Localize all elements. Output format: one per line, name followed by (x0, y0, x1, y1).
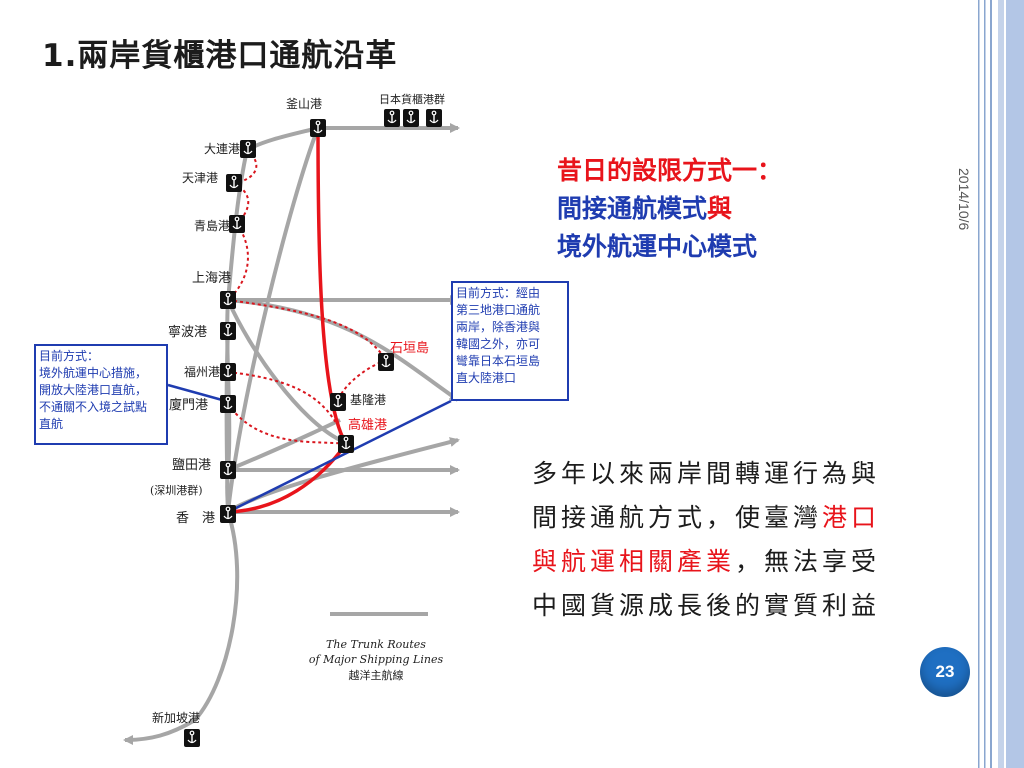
slide-title: 1.兩岸貨櫃港口通航沿革 (42, 38, 398, 74)
box-left-line-1: 目前方式： (39, 349, 100, 363)
legend-line-2: of Major Shipping Lines (309, 653, 444, 666)
anchor-icon-singapore (183, 728, 201, 748)
current-method-box-right: 目前方式：經由 第三地港口通航 兩岸，除香港與 韓國之外，亦可 彎靠日本石垣島 … (451, 281, 569, 401)
label-singapore: 新加坡港 (152, 710, 200, 725)
box-left-line-3: 開放大陸港口直航， (39, 383, 148, 397)
anchor-icon-kaohsiung (337, 434, 355, 454)
slide-number-badge: 23 (920, 647, 970, 697)
anchor-icon-japan-2 (402, 108, 420, 128)
direct-routes (227, 127, 348, 514)
label-ishigaki: 石垣島 (390, 341, 429, 356)
slide-border (976, 0, 1024, 768)
box-right-line-5: 彎靠日本石垣島 (456, 354, 541, 368)
anchor-icon-shanghai (219, 290, 237, 310)
legend-line-3: 越洋主航線 (349, 668, 404, 682)
anchor-icon-xiamen (219, 394, 237, 414)
box-right-line-1: 目前方式：經由 (456, 286, 541, 300)
anchor-icon-keelung (329, 392, 347, 412)
label-tianjin: 天津港 (182, 171, 218, 185)
legend-line-1: The Trunk Routes (326, 638, 426, 651)
box-left-line-5: 直航 (39, 417, 64, 431)
label-fuzhou: 福州港 (184, 364, 220, 379)
label-dalian: 大連港 (204, 142, 240, 156)
box-right-line-2: 第三地港口通航 (456, 303, 541, 317)
anchor-icon-dalian (239, 139, 257, 159)
label-kaohsiung: 高雄港 (348, 417, 387, 433)
label-keelung: 基隆港 (350, 392, 386, 407)
current-method-box-left: 目前方式： 境外航運中心措施， 開放大陸港口直航， 不通關不入境之試點 直航 (34, 344, 168, 445)
label-hongkong: 香 港 (176, 511, 215, 526)
heading-line-2b: 與 (707, 194, 733, 223)
anchor-icon-hongkong (219, 504, 237, 524)
box-left-line-4: 不通關不入境之試點 (39, 400, 148, 414)
anchor-icon-tianjin (225, 173, 243, 193)
box-right-line-3: 兩岸，除香港與 (456, 320, 541, 334)
anchor-icon-ningbo (219, 321, 237, 341)
label-japan: 日本貨櫃港群 (379, 92, 445, 106)
paragraph-part-2: ，無法享受中國貨源成長後的實質利益 (532, 547, 881, 620)
anchor-icon-qingdao (228, 214, 246, 234)
box-right-line-6: 直大陸港口 (456, 371, 517, 385)
slide-date: 2014/10/6 (956, 168, 972, 231)
anchor-icon-busan (309, 118, 327, 138)
label-ningbo: 寧波港 (168, 324, 207, 340)
anchor-icon-fuzhou (219, 362, 237, 382)
label-shanghai: 上海港 (192, 271, 231, 286)
label-xiamen: 廈門港 (169, 397, 208, 413)
anchor-icon-japan-1 (383, 108, 401, 128)
paragraph-highlight: 港口與航運相關產業 (532, 503, 881, 576)
anchor-icon-japan-3 (425, 108, 443, 128)
anchor-icon-yantian (219, 460, 237, 480)
label-qingdao: 青島港 (194, 218, 230, 233)
blue-connectors (167, 383, 452, 514)
heading-line-2a: 間接通航模式 (557, 194, 708, 223)
label-busan: 釜山港 (286, 96, 322, 111)
paragraph-part-1: 多年以來兩岸間轉運行為與間接通航方式，使臺灣 (532, 459, 881, 532)
heading-line-3: 境外航運中心模式 (557, 232, 758, 261)
box-left-line-2: 境外航運中心措施， (39, 366, 148, 380)
label-shenzhen: (深圳港群) (150, 483, 203, 497)
heading-line-1: 昔日的設限方式一： (557, 156, 783, 185)
box-right-line-4: 韓國之外，亦可 (456, 337, 541, 351)
body-paragraph: 多年以來兩岸間轉運行為與間接通航方式，使臺灣港口與航運相關產業，無法享受中國貨源… (532, 452, 902, 628)
heading-line-2: 間接通航模式與 (557, 190, 782, 228)
label-yantian: 鹽田港 (172, 458, 211, 473)
heading: 昔日的設限方式一： 間接通航模式與 境外航運中心模式 (557, 152, 782, 266)
